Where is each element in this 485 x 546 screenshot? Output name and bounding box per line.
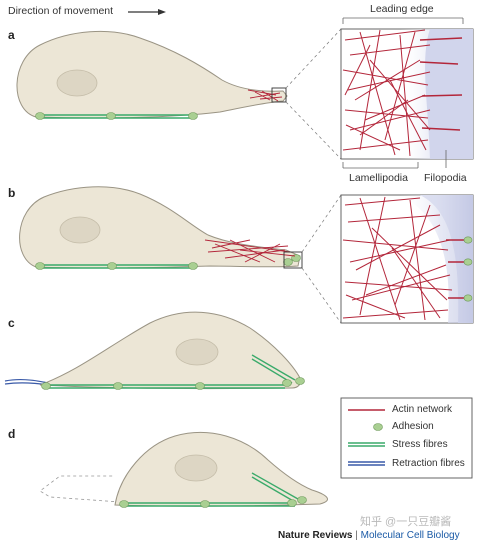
legend-swatch-adhesion	[373, 423, 383, 431]
watermark-text: 知乎 @一只豆瓣酱	[360, 516, 452, 528]
inset-b-filopodia	[446, 239, 466, 299]
panel-d-retracted-outline	[39, 475, 121, 503]
filopodia-label: Filopodia	[424, 172, 467, 184]
panel-b-zoom-box	[283, 251, 303, 269]
credit-publisher: Nature Reviews	[278, 530, 353, 541]
panel-c-nucleus	[175, 338, 219, 366]
inset-b-adhesions	[463, 236, 473, 302]
panel-d-adhesions	[119, 496, 307, 508]
panel-letter-a: a	[8, 28, 15, 42]
panel-a-adhesions	[35, 112, 198, 120]
panel-a-zoom-box	[271, 87, 287, 103]
panel-letter-c: c	[8, 316, 15, 330]
direction-label: Direction of movement	[8, 5, 114, 17]
leading-edge-label: Leading edge	[370, 3, 434, 15]
panel-b-cell	[19, 186, 303, 270]
lamellipodia-bracket	[342, 162, 419, 169]
direction-arrow	[128, 9, 166, 15]
legend-swatch-stress	[348, 442, 385, 447]
panel-c-stress-fibres	[44, 354, 296, 389]
leading-edge-bracket	[342, 17, 464, 24]
panel-b-actin	[204, 239, 296, 263]
panel-b-nucleus	[59, 216, 101, 244]
panel-c-adhesions	[41, 377, 305, 390]
credit-journal: Molecular Cell Biology	[360, 530, 460, 541]
inset-a-filopodia	[419, 37, 463, 131]
legend	[340, 397, 473, 479]
legend-label-stress: Stress fibres	[392, 439, 448, 450]
panel-a-cell	[16, 30, 288, 120]
credit-separator: |	[355, 530, 358, 541]
inset-b	[340, 194, 474, 324]
inset-a	[340, 28, 474, 160]
legend-label-adhesion: Adhesion	[392, 421, 434, 432]
panel-a-actin-tip	[247, 89, 283, 102]
panel-letter-d: d	[8, 427, 16, 441]
panel-a-stress-fibre	[40, 114, 193, 119]
panel-letter-b: b	[8, 186, 16, 200]
legend-swatch-retraction	[348, 461, 385, 466]
panel-c-cell	[4, 311, 305, 390]
legend-label-retraction: Retraction fibres	[392, 458, 465, 469]
credit-line: Nature Reviews | Molecular Cell Biology	[278, 530, 460, 541]
lamellipodia-label: Lamellipodia	[349, 172, 408, 184]
panel-d-nucleus	[174, 454, 218, 482]
panel-a-nucleus	[56, 69, 98, 97]
legend-label-actin: Actin network	[392, 404, 453, 415]
panel-d-cell	[39, 431, 328, 508]
